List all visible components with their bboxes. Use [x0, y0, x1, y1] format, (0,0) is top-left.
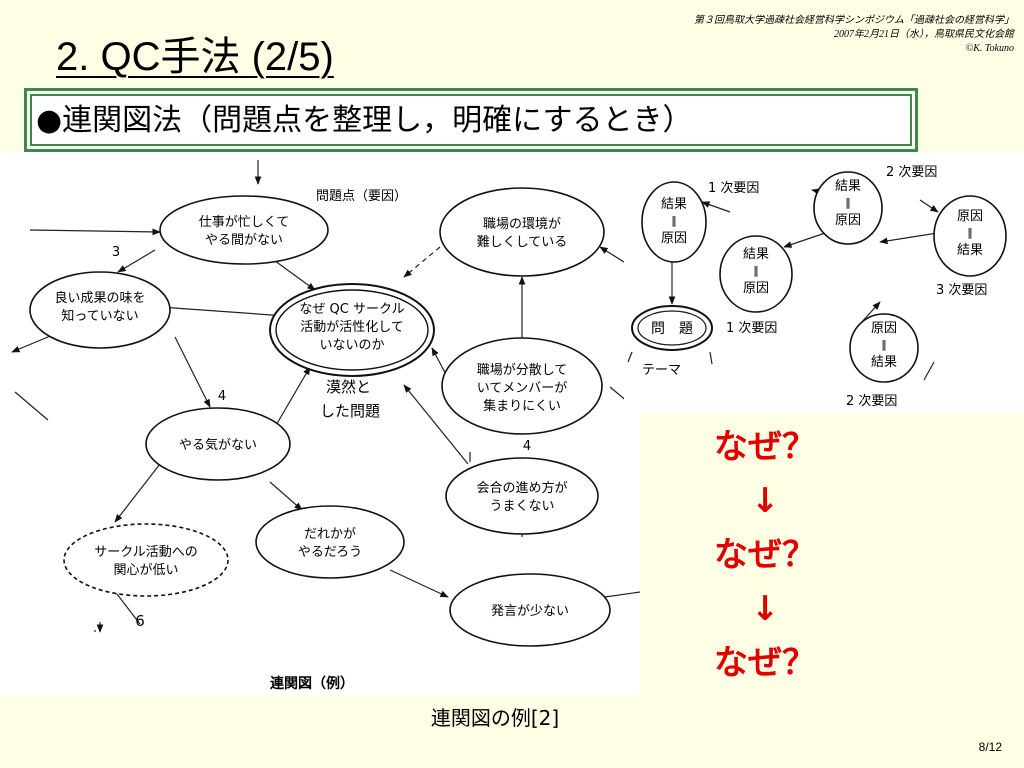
- node-result-cause-top: [813, 171, 883, 245]
- diagram-heading: 問題点（要因）: [316, 189, 407, 204]
- node-good-results-line1: 良い成果の味を: [54, 290, 145, 306]
- node-few-remarks-line1: 発言が少ない: [491, 604, 569, 619]
- node-theme-problem: [631, 305, 713, 351]
- node-cause-result-bottom-line3: 結果: [871, 355, 897, 370]
- node-cause-result-right-line1: 原因: [957, 209, 983, 224]
- down-arrow-icon: ↓: [750, 481, 780, 521]
- node-scattered-line1: 職場が分散して: [477, 363, 568, 378]
- label-tertiary-factor: 3 次要因: [936, 282, 987, 298]
- label-secondary-factor-bottom: 2 次要因: [846, 393, 897, 409]
- node-result-cause-middle-line1: 結果: [743, 247, 769, 262]
- node-scattered-line3: 集まりにくい: [483, 398, 561, 414]
- header-line-event: 第３回鳥取大学過疎社会経営科学シンポジウム「過疎社会の経営科学」: [694, 15, 1014, 26]
- node-few-remarks: [449, 573, 611, 647]
- diagram-footer: 連関図（例）: [270, 675, 354, 692]
- relations-diagram-svg: 問題点（要因） 仕事が忙しくて やる間がない 職場の環境が 難しくしている 3 …: [11, 160, 641, 692]
- label-primary-factor-bottom: 1 次要因: [726, 320, 777, 336]
- node-work-busy-line1: 仕事が忙しくて: [199, 215, 290, 230]
- label-theme: テーマ: [642, 363, 681, 378]
- node-env-hard-line2: 難しくしている: [477, 235, 568, 250]
- number-label-4b: 4: [523, 439, 531, 454]
- node-cause-result-right-line3: 結果: [957, 243, 983, 258]
- node-meeting: [445, 457, 599, 535]
- node-good-results: [29, 271, 171, 349]
- why-chain: なぜ？ ↓ なぜ？ ↓ なぜ？: [700, 420, 830, 690]
- down-arrow-icon: ↓: [750, 589, 780, 629]
- node-result-cause-left-line3: 原因: [661, 231, 687, 246]
- why-text-1: なぜ？: [714, 427, 816, 467]
- node-someone-line2: やるだろう: [298, 545, 362, 560]
- center-label-line2: した問題: [320, 402, 380, 420]
- node-someone: [255, 505, 405, 579]
- node-good-results-line2: 知っていない: [61, 308, 138, 324]
- node-center-line3: いないのか: [319, 338, 384, 353]
- node-center-problem: [269, 283, 435, 377]
- node-scattered: [441, 337, 603, 435]
- number-label-6: 6: [135, 612, 145, 630]
- node-cause-result-bottom-line1: 原因: [871, 321, 897, 336]
- node-center-line1: なぜ QC サークル: [299, 302, 404, 317]
- label-primary-factor-top: 1 次要因: [708, 180, 759, 196]
- structure-diagram-svg: 結果 ‖ 原因 1 次要因 結果 ‖ 原因 2 次要因 原因 ‖ 結果 3 次要…: [627, 164, 1007, 409]
- node-low-interest-line1: サークル活動への: [94, 545, 198, 560]
- node-scattered-line2: いてメンバーが: [477, 381, 568, 396]
- page-number: 8/12: [978, 740, 1002, 754]
- subtitle-text: ●連関図法（問題点を整理し，明確にするとき）: [30, 94, 912, 146]
- node-env-hard-line1: 職場の環境が: [483, 217, 561, 232]
- node-result-cause-top-line1: 結果: [835, 179, 861, 194]
- why-text-2: なぜ？: [714, 535, 816, 575]
- subtitle-box: ●連関図法（問題点を整理し，明確にするとき）: [24, 88, 918, 152]
- node-work-busy: [159, 195, 329, 265]
- node-result-cause-middle: [719, 235, 793, 313]
- why-text-3: なぜ？: [714, 643, 816, 683]
- node-result-cause-top-line3: 原因: [835, 213, 861, 228]
- node-cause-result-right-line2: ‖: [967, 226, 973, 239]
- node-result-cause-middle-line2: ‖: [753, 264, 759, 277]
- node-no-motivation: [145, 407, 291, 481]
- figure-caption: 連関図の例[2]: [430, 706, 560, 730]
- node-no-motivation-line1: やる気がない: [179, 437, 257, 453]
- node-result-cause-left-line2: ‖: [671, 214, 677, 227]
- node-meeting-line1: 会合の進め方が: [476, 480, 567, 496]
- node-meeting-line2: うまくない: [489, 499, 554, 514]
- number-label-4a: 4: [218, 389, 226, 404]
- center-label-line1: 漠然と: [326, 378, 371, 396]
- label-secondary-factor-top: 2 次要因: [886, 164, 937, 180]
- node-theme-problem-text: 問 題: [651, 321, 693, 337]
- header-meta: 第３回鳥取大学過疎社会経営科学シンポジウム「過疎社会の経営科学」 2007年2月…: [694, 14, 1014, 56]
- header-line-date: 2007年2月21日（水），鳥取県民文化会館: [834, 29, 1014, 40]
- relations-diagram-example: 問題点（要因） 仕事が忙しくて やる間がない 職場の環境が 難しくしている 3 …: [0, 152, 641, 696]
- node-result-cause-left: [641, 181, 707, 263]
- node-result-cause-top-line2: ‖: [845, 196, 851, 209]
- node-result-cause-left-line1: 結果: [661, 197, 687, 212]
- node-low-interest-line2: 関心が低い: [113, 563, 178, 578]
- number-label-3: 3: [112, 245, 120, 260]
- relations-structure-diagram: 結果 ‖ 原因 1 次要因 結果 ‖ 原因 2 次要因 原因 ‖ 結果 3 次要…: [624, 152, 1024, 414]
- node-work-busy-line2: やる間がない: [205, 233, 283, 248]
- node-low-interest: [63, 523, 229, 597]
- header-line-copyright: ©K. Tokuno: [965, 43, 1014, 54]
- node-cause-result-bottom-line2: ‖: [881, 338, 887, 351]
- node-env-hard: [439, 187, 605, 277]
- node-center-line2: 活動が活性化して: [300, 320, 404, 335]
- node-cause-result-bottom: [849, 313, 919, 383]
- node-cause-result-right: [933, 195, 1007, 277]
- node-result-cause-middle-line3: 原因: [743, 281, 769, 296]
- node-someone-line1: だれかが: [304, 527, 356, 542]
- slide-title: 2. QC手法 (2/5): [56, 35, 334, 79]
